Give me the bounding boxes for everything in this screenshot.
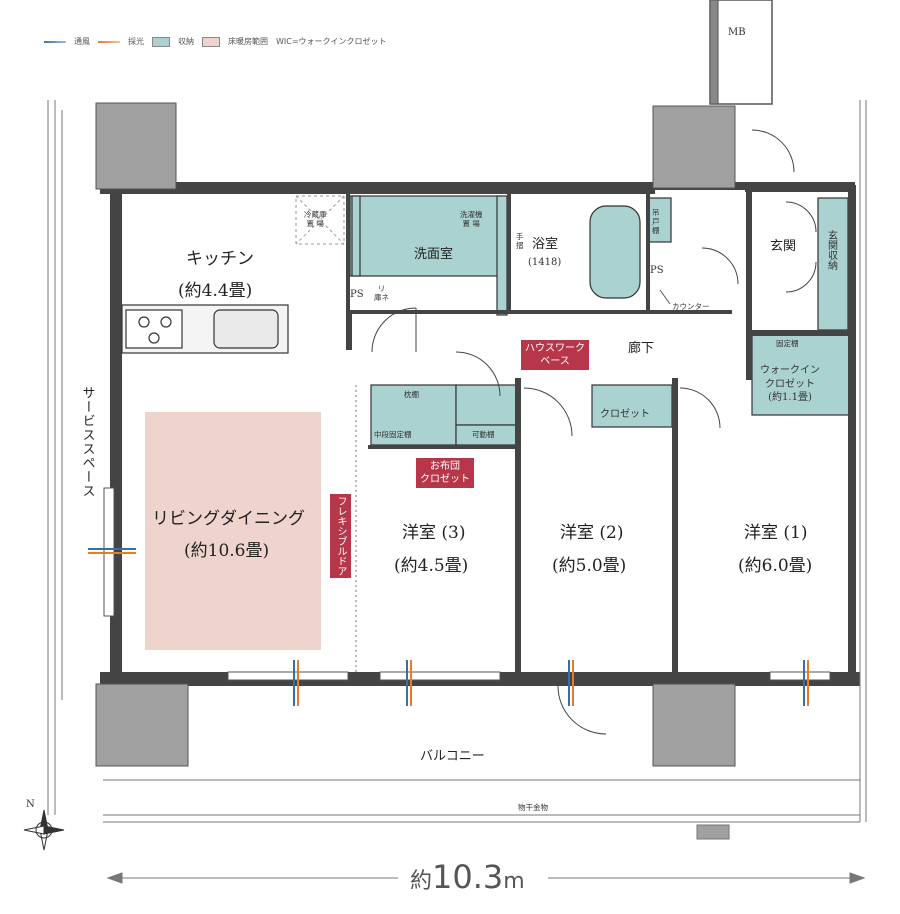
washroom-label: 洗面室 (414, 247, 454, 262)
room1-size: (約6.0畳) (738, 556, 813, 576)
linen-label: リ 庫ネ (374, 284, 389, 302)
fixed-shelf-label: 固定棚 (776, 339, 799, 348)
wic-label: ウォークイン クロゼット (約1.1畳) (760, 365, 820, 403)
housework-base-tag: ハウスワーク ベース (521, 340, 589, 370)
ps-label-1: PS (350, 289, 364, 300)
room1-label: 洋室 (1) (744, 523, 808, 543)
futon-closet-tag: お布団 クロゼット (416, 458, 474, 488)
scale-value: 10.3 (432, 858, 504, 896)
kitchen-counter (121, 304, 289, 354)
handrail-label: 手 摺 (516, 232, 524, 250)
floor-heating-swatch (202, 36, 220, 47)
scale-label: 約10.3m (410, 858, 525, 896)
room2-label: 洋室 (2) (560, 523, 624, 543)
ps-label-2: PS (650, 265, 664, 276)
scale-prefix: 約 (410, 869, 433, 894)
room3-size: (約4.5畳) (394, 556, 469, 576)
legend-storage: 収納 (178, 37, 194, 46)
mb-shaft (709, 0, 773, 105)
closet-label: クロゼット (600, 409, 650, 420)
daylight-swatch (98, 40, 120, 43)
room2-size: (約5.0畳) (552, 556, 627, 576)
kitchen-size: (約4.4畳) (178, 281, 253, 301)
hallway-label: 廊下 (628, 341, 655, 356)
storage-areas (349, 195, 851, 446)
counter-label: カウンター (672, 302, 710, 311)
mid-shelf-label: 中段固定棚 (374, 430, 412, 439)
mb-label: MB (728, 27, 746, 38)
counter-leader (659, 289, 671, 305)
ventilation-swatch (44, 40, 66, 43)
service-space-label: サービススペース (79, 386, 95, 498)
legend-ventilation: 通風 (74, 37, 90, 46)
entrance-label: 玄関 (770, 239, 797, 254)
door-swings (371, 129, 817, 735)
flexible-door-tag: フレキシブルドア (330, 494, 351, 578)
living-label: リビングダイニング (152, 509, 305, 529)
compass-north: N (26, 799, 35, 810)
legend-daylight: 採光 (128, 37, 144, 46)
balcony-lines (47, 100, 867, 840)
living-size: (約10.6畳) (184, 541, 270, 561)
room3-label: 洋室 (3) (402, 523, 466, 543)
compass-rose (23, 809, 65, 851)
legend-floor-heating: 床暖房範囲 (228, 37, 268, 46)
floor-heating-area (145, 412, 321, 650)
laundry-hanger-label: 物干金物 (518, 803, 548, 812)
washer-label: 洗濯機 置 場 (460, 210, 483, 228)
fridge-label: 冷蔵庫 置 場 (304, 210, 327, 228)
scale-unit: m (503, 869, 525, 894)
kitchen-label: キッチン (186, 249, 254, 269)
legend: 通風 採光 収納 床暖房範囲 WIC=ウォークインクロゼット (44, 36, 387, 47)
legend-wic-note: WIC=ウォークインクロゼット (276, 37, 387, 46)
storage-swatch (152, 36, 170, 47)
airflow-markers (88, 548, 809, 706)
pillow-shelf-label: 枕棚 (404, 390, 419, 399)
bath-label: 浴室 (532, 237, 559, 252)
fridge-space (295, 195, 345, 245)
bath-size: (1418) (528, 257, 562, 268)
toilet-shelf-label: 吊 戸 棚 (652, 208, 660, 235)
movable-shelf-label: 可動棚 (472, 430, 495, 439)
entrance-storage-label: 玄関収納 (825, 230, 837, 270)
balcony-label: バルコニー (420, 749, 485, 764)
columns (95, 102, 736, 767)
dimension-line (106, 872, 866, 884)
